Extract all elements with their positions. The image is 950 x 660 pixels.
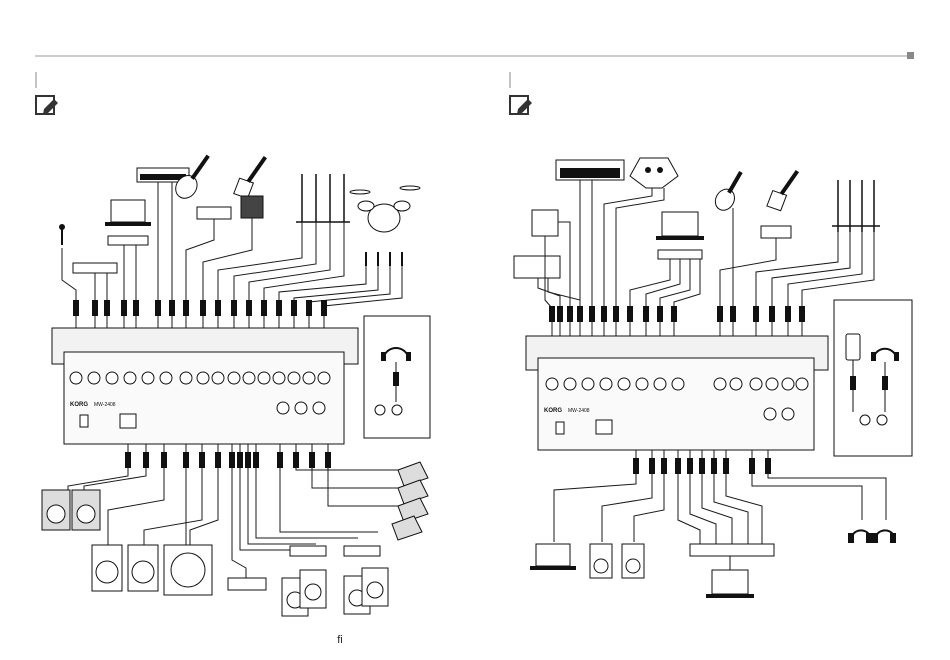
- mixer-model: MW-2408: [568, 408, 590, 414]
- output-plugs: [125, 452, 331, 468]
- mic-stands-icon: [296, 174, 350, 222]
- pencil-note-icon: [36, 96, 58, 114]
- electric-guitar-icon: [230, 152, 272, 202]
- mixer-rear-panel: KORG MW-2408: [52, 328, 358, 444]
- microphone-icon: [59, 224, 65, 245]
- laptop-icon: [656, 212, 704, 240]
- mixer-rear-panel: KORG MW-2408: [526, 336, 828, 450]
- recorder-icon: [228, 578, 266, 590]
- output-plugs: [633, 458, 771, 474]
- mixer-model: MW-2408: [94, 402, 116, 408]
- input-plugs: [549, 306, 805, 322]
- drum-mics-icon: [366, 252, 402, 266]
- headphones-pair-icon: [849, 530, 895, 542]
- dj-controller-icon: [514, 256, 560, 278]
- headphone-inset-left: [364, 316, 430, 438]
- pencil-note-icon: [510, 96, 532, 114]
- keyboard-icon: [556, 160, 624, 180]
- headphone-inset-right: [834, 300, 912, 456]
- main-speaker-icon: [282, 568, 388, 616]
- laptop-icon: [706, 556, 754, 598]
- di-box-icon: [761, 226, 791, 238]
- pa-speaker-pair-icon: [92, 545, 158, 591]
- laptop-icon: [105, 200, 151, 226]
- page-number: fi: [330, 634, 350, 646]
- studio-monitor-pair-icon: [590, 544, 644, 578]
- rack-processor-icon: [690, 544, 774, 556]
- setup-right: KORG MW-2408: [510, 72, 912, 598]
- audio-interface-icon: [108, 236, 148, 245]
- input-plugs: [73, 300, 327, 316]
- guitar-amp-icon: [241, 196, 263, 218]
- electric-guitar-icon: [764, 166, 805, 214]
- power-amp-icon: [290, 546, 380, 556]
- setup-left: KORG MW-2408: [36, 72, 430, 616]
- audio-interface-icon: [658, 250, 702, 259]
- floor-monitor-icon: [392, 462, 428, 540]
- header-rule: [35, 52, 914, 59]
- output-cables: [554, 450, 886, 544]
- input-cables: [538, 180, 874, 336]
- studio-monitor-pair-icon: [42, 490, 100, 530]
- mixer-logo: KORG: [70, 402, 88, 408]
- subwoofer-icon: [164, 545, 212, 595]
- cd-player-icon: [73, 263, 117, 273]
- mixer-logo: KORG: [544, 408, 562, 414]
- drum-kit-icon: [350, 186, 420, 232]
- acoustic-guitar-icon: [712, 168, 749, 214]
- smartphone-icon: [846, 334, 860, 360]
- drum-pad-icon: [630, 158, 678, 188]
- laptop-icon: [530, 544, 576, 570]
- di-box-icon: [197, 207, 231, 219]
- sampler-icon: [532, 210, 558, 236]
- mic-stands-icon: [832, 180, 880, 232]
